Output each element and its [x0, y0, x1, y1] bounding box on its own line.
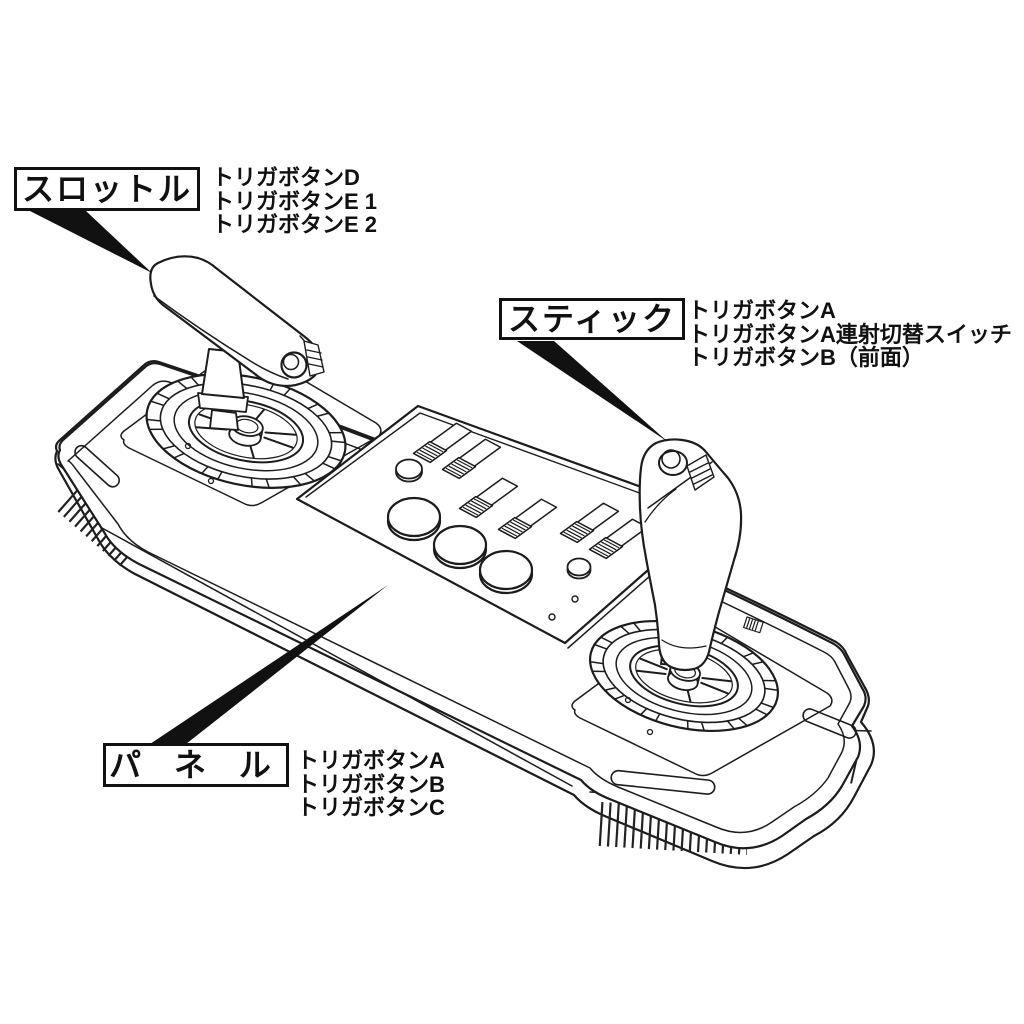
panel-small-button-1 — [395, 458, 423, 483]
stick-callout: スティック — [499, 298, 685, 340]
stick-assembly — [571, 438, 833, 777]
base-dot — [207, 477, 215, 485]
throttle-callout: スロットル — [14, 167, 200, 211]
slider-switch-2 — [441, 438, 502, 480]
panel-callout: パ ネ ル — [103, 743, 289, 787]
throttle-mount-plate — [120, 345, 382, 507]
slider-switch-5 — [559, 502, 620, 544]
slider-switch-1 — [412, 422, 473, 464]
stick-grip — [638, 438, 743, 672]
stick-grip-crease-2 — [644, 488, 677, 523]
throttle-pivot-boss-inner — [282, 353, 300, 371]
panel-small-button-2 — [566, 557, 592, 580]
panel-button-b — [432, 524, 488, 570]
base-slot-left — [74, 444, 120, 488]
stick-gimbal — [588, 619, 780, 733]
panel-callout-items: トリガボタンA トリガボタンB トリガボタンC — [297, 749, 445, 820]
base-slot-bottom — [610, 769, 716, 795]
stick-grip-flare-line — [661, 639, 707, 649]
panel-dot — [548, 613, 556, 621]
throttle-shaft — [209, 409, 239, 431]
panel-button-a — [386, 496, 442, 542]
stick-item: トリガボタンA連射切替スイッチ — [688, 321, 1012, 347]
stick-trigger-button-a — [658, 449, 688, 476]
base-front-bevel-line — [101, 527, 573, 787]
base-slot-right — [802, 708, 857, 739]
throttle-item: トリガボタンE 2 — [212, 212, 378, 237]
panel-callout-title: パ ネ ル — [103, 743, 289, 787]
stick-item: トリガボタンA — [688, 298, 836, 323]
control-panel — [295, 404, 715, 649]
stick-mount-plate — [571, 615, 833, 777]
throttle-callout-items: トリガボタンD トリガボタンE 1 トリガボタンE 2 — [212, 166, 377, 237]
panel-callout-leader — [150, 585, 388, 744]
slider-switch-4 — [497, 498, 558, 540]
stick-callout-title: スティック — [499, 298, 685, 340]
throttle-callout-title: スロットル — [14, 167, 200, 211]
throttle-item: トリガボタンD — [212, 165, 360, 190]
slider-switch-3 — [458, 477, 519, 519]
panel-button-c — [478, 549, 534, 595]
stick-rapid-fire-switch — [686, 454, 715, 491]
panel-item: トリガボタンC — [297, 795, 445, 820]
throttle-assembly — [120, 255, 382, 507]
panel-item: トリガボタンB — [297, 771, 445, 797]
stick-callout-leader — [517, 341, 668, 442]
base-dot — [624, 696, 632, 704]
panel-inner-edge — [305, 412, 701, 516]
base-dot — [646, 728, 654, 736]
stick-callout-items: トリガボタンA トリガボタンA連射切替スイッチ トリガボタンB（前面） — [688, 299, 1012, 370]
throttle-callout-leader — [28, 210, 152, 273]
base-dot — [184, 442, 192, 450]
rapid-fire-micro-switch — [743, 616, 764, 634]
throttle-pivot-boss — [280, 351, 308, 379]
panel-item: トリガボタンA — [297, 748, 445, 773]
throttle-clamp — [303, 340, 325, 377]
stick-item: トリガボタンB（前面） — [688, 345, 924, 370]
panel-dot — [571, 595, 579, 603]
throttle-handle-facet-line — [153, 295, 289, 380]
throttle-item: トリガボタンE 1 — [212, 188, 378, 214]
